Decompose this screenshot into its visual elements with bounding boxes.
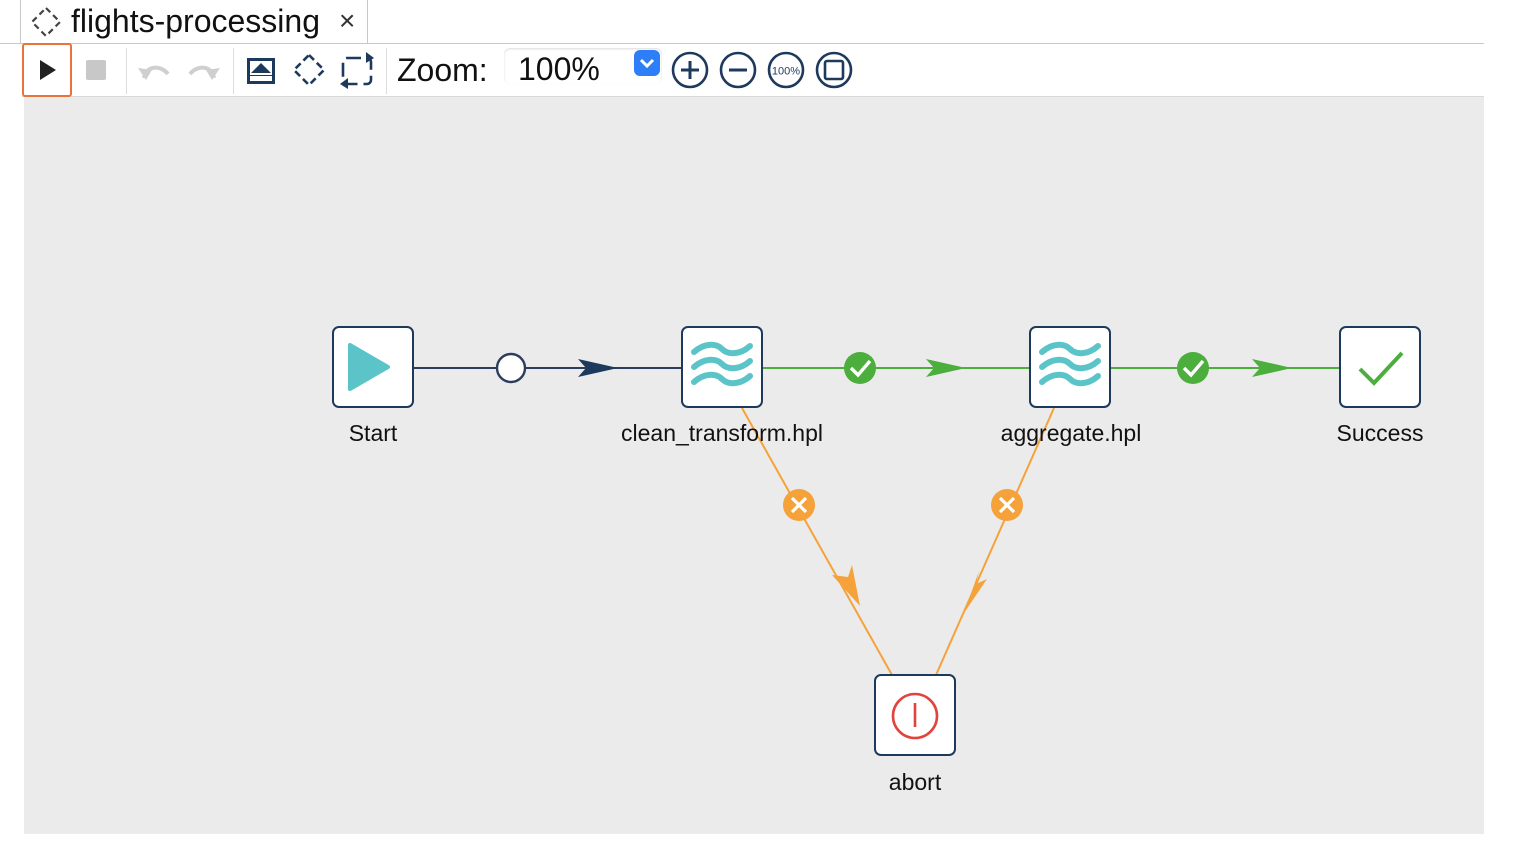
refresh-button[interactable] <box>334 46 380 94</box>
failure-hop-icon <box>783 489 815 521</box>
success-hop-icon <box>844 352 876 384</box>
stop-button[interactable] <box>74 46 120 94</box>
stop-icon <box>86 60 106 80</box>
zoom-label: Zoom: <box>397 52 488 88</box>
toolbar-separator <box>233 48 234 94</box>
toolbar-separator <box>386 48 387 94</box>
zoom-in-button[interactable] <box>670 50 710 90</box>
node-label-aggregate: aggregate.hpl <box>1000 420 1142 446</box>
node-label-clean-transform: clean_transform.hpl <box>621 420 823 446</box>
zoom-out-button[interactable] <box>718 50 758 90</box>
zoom-out-icon <box>719 51 757 89</box>
checkmark-icon <box>1358 351 1404 386</box>
node-success[interactable] <box>1339 326 1421 408</box>
redo-icon <box>188 65 220 80</box>
zoom-100-text: 100% <box>772 66 800 78</box>
abort-icon <box>891 692 939 740</box>
hop-aggregate-abort[interactable] <box>935 407 1055 676</box>
workflow-graph <box>332 326 1421 756</box>
unconditional-hop-icon <box>495 352 527 384</box>
pipeline-icon <box>691 341 753 387</box>
zoom-fit-icon <box>815 51 853 89</box>
zoom-in-icon <box>671 51 709 89</box>
node-abort[interactable] <box>874 674 956 756</box>
redo-button[interactable] <box>182 46 228 94</box>
node-label-abort: abort <box>888 769 942 795</box>
workflow-icon <box>30 6 62 38</box>
workflow-icon <box>292 53 326 87</box>
zoom-100-icon: 100% <box>767 51 805 89</box>
toolbar: Zoom: 100% 100% <box>22 43 1484 97</box>
tab-bar: flights-processing × <box>0 0 1484 44</box>
success-hop-icon <box>1177 352 1209 384</box>
zoom-value: 100% <box>518 51 600 87</box>
refresh-icon <box>340 52 374 89</box>
zoom-fit-button[interactable] <box>814 50 854 90</box>
node-aggregate[interactable] <box>1029 326 1111 408</box>
play-icon <box>348 343 390 391</box>
image-icon <box>247 58 275 84</box>
node-label-success: Success <box>1336 420 1424 446</box>
node-label-start: Start <box>348 420 398 446</box>
pipeline-icon <box>1039 341 1101 387</box>
node-start[interactable] <box>332 326 414 408</box>
toolbar-separator <box>126 48 127 94</box>
node-clean-transform[interactable] <box>681 326 763 408</box>
undo-button[interactable] <box>130 46 176 94</box>
close-icon[interactable]: × <box>339 5 356 36</box>
workflow-properties-button[interactable] <box>286 46 332 94</box>
hop-clean-abort[interactable] <box>741 407 893 676</box>
tab-flights-processing[interactable]: flights-processing × <box>20 0 368 43</box>
tab-title: flights-processing <box>71 3 320 39</box>
zoom-100-button[interactable]: 100% <box>766 50 806 90</box>
undo-icon <box>138 65 170 80</box>
workflow-canvas[interactable]: Start clean_transform.hpl aggregate.hpl … <box>24 97 1484 834</box>
hop-clean-aggregate[interactable] <box>762 352 1030 384</box>
chevron-down-icon[interactable] <box>634 50 660 76</box>
export-image-button[interactable] <box>238 46 284 94</box>
hop-start-clean[interactable] <box>413 352 682 384</box>
run-icon <box>40 60 56 80</box>
run-button[interactable] <box>22 43 72 97</box>
failure-hop-icon <box>991 489 1023 521</box>
hop-aggregate-success[interactable] <box>1110 352 1340 384</box>
